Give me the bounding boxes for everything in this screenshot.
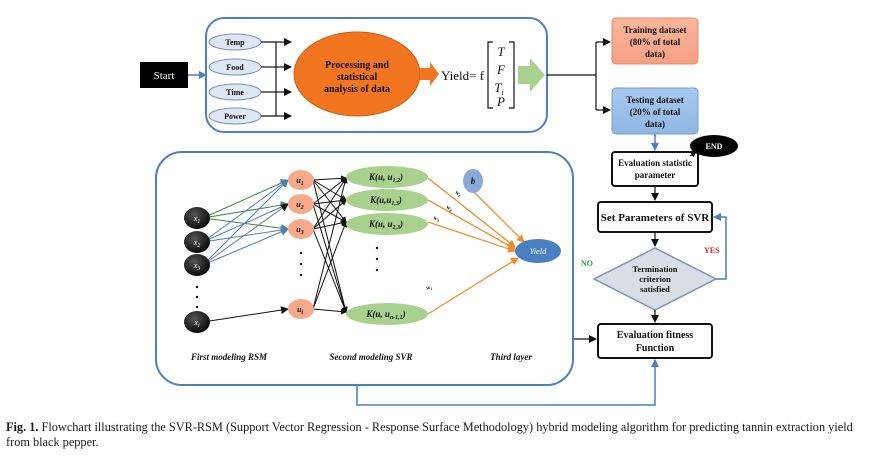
u1-node xyxy=(288,170,314,190)
kn1-label: K(u, un-1,1) xyxy=(365,309,405,321)
layer-label-third: Third layer xyxy=(490,352,532,362)
vector-var-p: P xyxy=(496,94,505,109)
yes-loop-connector xyxy=(713,213,727,280)
no-label: NO xyxy=(581,259,593,268)
k13-label: K(u,u1,3) xyxy=(369,195,402,207)
yield-output-node xyxy=(515,239,561,263)
ui-node xyxy=(288,299,314,319)
x-dot-1 xyxy=(195,285,199,289)
x2-label: x2 xyxy=(193,238,201,249)
termination-line2: criterion xyxy=(639,274,671,284)
x-input-nodes: x1 x2 x3 xi xyxy=(184,207,210,333)
testing-label-line3: data) xyxy=(645,119,665,129)
figure-caption: Fig. 1. Flowchart illustrating the SVR-R… xyxy=(6,420,872,450)
x1-node xyxy=(184,207,210,229)
network-connections xyxy=(202,175,525,323)
w2-label: w2 xyxy=(445,205,454,214)
k12-label: K(u, u1,2) xyxy=(368,172,403,184)
vector-var-ti: Ti xyxy=(494,80,503,97)
eval-fitness-line2: Function xyxy=(636,343,675,354)
kernel-nodes: K(u, u1,2) K(u,u1,3) K(u, u2,3) K(u, un-… xyxy=(346,166,428,325)
x3-label: x3 xyxy=(193,261,201,272)
u-dot-2 xyxy=(299,262,303,266)
end-label: END xyxy=(706,142,723,151)
start-box xyxy=(140,62,188,88)
eval-stat-line2: parameter xyxy=(635,170,675,180)
k23-label: K(u, u2,3) xyxy=(368,219,403,231)
yield-formula: Yield= f xyxy=(441,68,485,83)
eval-to-end-connector xyxy=(689,151,697,158)
testing-label-line1: Testing dataset xyxy=(626,95,683,105)
k13-node xyxy=(346,189,428,211)
u-nodes: u1 u2 u3 ui xyxy=(288,170,314,319)
caption-text: Flowchart illustrating the SVR-RSM (Supp… xyxy=(6,420,853,449)
training-label-line1: Training dataset xyxy=(623,25,686,35)
vector-bracket-left xyxy=(487,41,493,109)
training-label-line2: (80% of total xyxy=(630,37,681,47)
set-parameters-label: Set Parameters of SVR xyxy=(601,212,710,224)
x-dot-3 xyxy=(195,305,199,309)
bias-label: b xyxy=(471,176,476,186)
bias-node xyxy=(463,169,483,193)
k-dot-1 xyxy=(375,246,379,250)
u3-label: u3 xyxy=(296,225,303,236)
w1-label: w1 xyxy=(454,190,463,199)
x3-node xyxy=(184,254,210,276)
x1-label: x1 xyxy=(193,214,201,225)
k23-node xyxy=(346,213,428,235)
processing-label-line3: analysis of data xyxy=(324,84,390,95)
kn1-node xyxy=(346,303,428,325)
weight-labels: w1 w2 w3 wi xyxy=(426,190,463,292)
ui-label: ui xyxy=(297,305,303,316)
input-power-label: Power xyxy=(224,112,246,121)
yes-label: YES xyxy=(704,246,720,255)
eval-stat-line1: Evaluation statistic xyxy=(618,158,692,168)
processing-output-arrow xyxy=(420,62,439,86)
testing-label-line2: (20% of total xyxy=(630,107,681,117)
eval-fitness-line1: Evaluation fitness xyxy=(617,330,694,341)
u-dot-3 xyxy=(299,273,303,277)
w3-label: w3 xyxy=(432,215,441,224)
feedback-loop-connector xyxy=(356,359,659,406)
training-dataset-box xyxy=(611,17,699,65)
u2-label: u2 xyxy=(296,200,303,211)
input-connectors xyxy=(261,38,292,120)
input-time-label: Time xyxy=(226,88,244,97)
processing-label-line1: Processing and xyxy=(325,60,389,71)
dataset-split-arrow xyxy=(518,58,545,92)
model-panel xyxy=(155,151,574,386)
caption-label: Fig. 1. xyxy=(6,420,39,434)
u3-node xyxy=(288,219,314,239)
yield-output-label: Yield xyxy=(530,246,548,256)
vector-bracket-right xyxy=(509,41,515,109)
end-node xyxy=(690,135,738,157)
termination-line3: satisfied xyxy=(640,284,670,294)
x-dot-2 xyxy=(195,295,199,299)
input-food-label: Food xyxy=(226,63,244,72)
input-temp-label: Temp xyxy=(225,38,245,47)
processing-label-line2: statistical xyxy=(337,72,378,83)
vector-var-f: F xyxy=(496,62,506,77)
u2-node xyxy=(288,194,314,214)
vector-var-t: T xyxy=(497,44,505,59)
x2-node xyxy=(184,231,210,253)
u1-label: u1 xyxy=(296,176,303,187)
xi-label: xi xyxy=(193,318,200,329)
training-label-line3: data) xyxy=(645,49,665,59)
layer-label-first: First modeling RSM xyxy=(190,352,268,362)
k-dot-2 xyxy=(375,257,379,261)
wi-label: wi xyxy=(426,284,434,292)
u-dot-1 xyxy=(299,251,303,255)
k-dot-3 xyxy=(375,268,379,272)
start-label: Start xyxy=(154,70,175,82)
k12-node xyxy=(346,166,428,188)
termination-line1: Termination xyxy=(632,264,677,274)
split-connector xyxy=(547,38,611,114)
flowchart: Start Temp Food Time Power Processing an… xyxy=(140,17,738,406)
xi-node xyxy=(184,311,210,333)
evaluation-fitness-box xyxy=(597,323,713,359)
layer-label-second: Second modeling SVR xyxy=(329,352,412,362)
